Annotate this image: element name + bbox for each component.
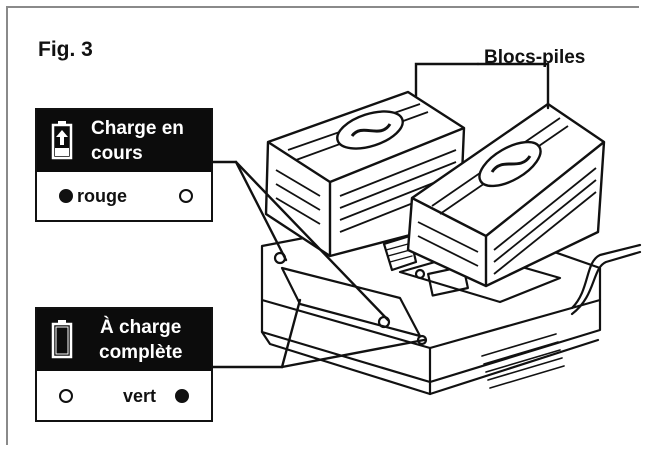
led-on-icon xyxy=(175,389,189,403)
full-status-title: À charge complète xyxy=(99,315,182,365)
callout-leader-left xyxy=(414,62,480,98)
charging-led-label: rouge xyxy=(77,186,128,206)
charging-title-line1: Charge en xyxy=(91,118,184,139)
full-title-line2: complète xyxy=(99,342,183,363)
battery-packs-callout: Blocs-piles xyxy=(484,47,586,68)
full-led-row: vert xyxy=(37,372,211,420)
power-cord-2 xyxy=(570,250,642,316)
charging-status-header: Charge en cours xyxy=(37,110,211,172)
figure-frame xyxy=(6,6,639,445)
charging-led-row: rouge xyxy=(37,172,211,220)
full-leader xyxy=(211,298,302,369)
figure-title: Fig. 3 xyxy=(38,38,93,61)
power-cord xyxy=(570,243,642,310)
charging-status-legend: Charge en cours rouge xyxy=(35,108,213,222)
led-off-icon xyxy=(179,189,193,203)
callout-leader-right xyxy=(476,62,550,110)
battery-charging-icon xyxy=(51,121,73,160)
charging-status-title: Charge en cours xyxy=(91,116,184,166)
charging-title-line2: cours xyxy=(91,143,143,164)
full-status-header: À charge complète xyxy=(37,309,211,371)
charger-base-bottom xyxy=(260,330,600,396)
full-status-legend: À charge complète vert xyxy=(35,307,213,422)
full-title-line1: À charge xyxy=(100,317,182,338)
led-off-icon xyxy=(59,389,73,403)
led-on-icon xyxy=(59,189,73,203)
battery-full-icon xyxy=(51,320,73,359)
full-led-label: vert xyxy=(123,386,157,406)
